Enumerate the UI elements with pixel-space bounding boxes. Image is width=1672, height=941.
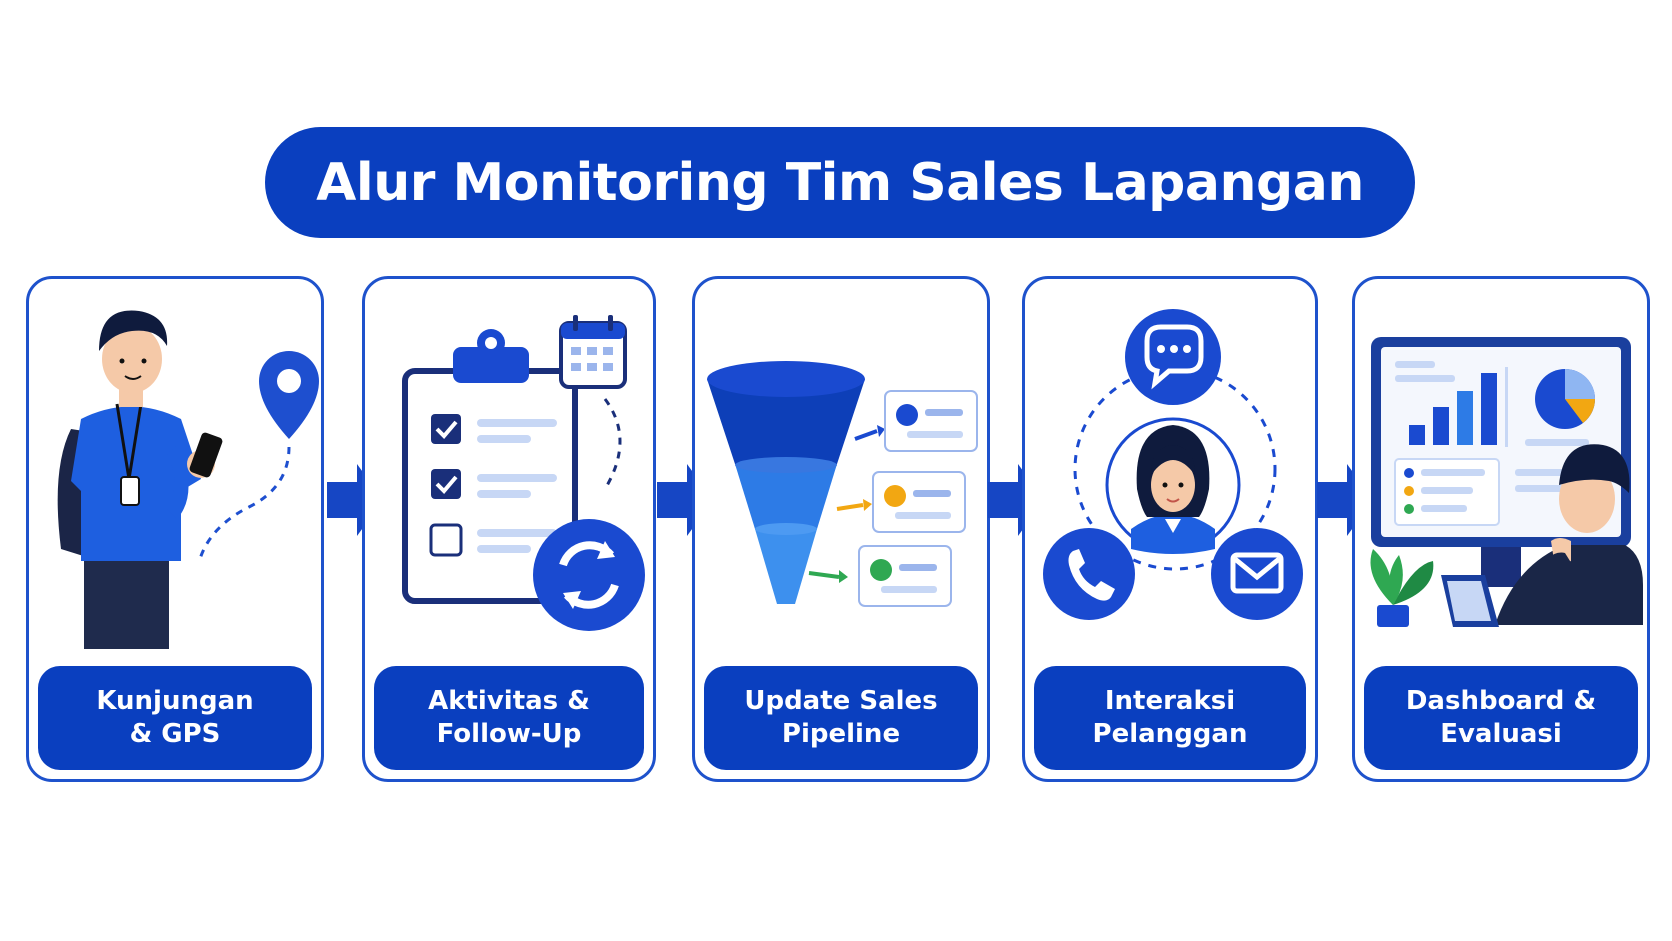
bar — [1409, 425, 1425, 445]
bar — [1481, 373, 1497, 445]
step-label-kunjungan: Kunjungan & GPS — [38, 666, 312, 770]
step-illustration-dashboard — [1370, 337, 1643, 627]
bar — [1457, 391, 1473, 445]
step-card-kunjungan: Kunjungan & GPS — [26, 276, 324, 782]
step-illustration-pipeline — [707, 361, 978, 607]
plant-icon — [1377, 605, 1409, 627]
checkbox-checked-icon — [431, 469, 461, 499]
diagram-title: Alur Monitoring Tim Sales Lapangan — [316, 152, 1364, 213]
step-label-aktivitas: Aktivitas & Follow-Up — [374, 666, 644, 770]
funnel-icon — [707, 379, 865, 464]
map-pin-icon — [259, 351, 319, 439]
step-card-dashboard: Dashboard & Evaluasi — [1352, 276, 1650, 782]
step-label-interaksi: Interaksi Pelanggan — [1034, 666, 1306, 770]
checkbox-checked-icon — [431, 414, 461, 444]
checkbox-empty-icon — [429, 523, 463, 557]
step-card-interaksi: Interaksi Pelanggan — [1022, 276, 1318, 782]
step-illustration-kunjungan — [57, 310, 319, 649]
step-label-dashboard: Dashboard & Evaluasi — [1364, 666, 1638, 770]
phone-icon — [1043, 528, 1135, 620]
hair — [99, 310, 168, 351]
step-label-pipeline: Update Sales Pipeline — [704, 666, 978, 770]
step-card-pipeline: Update Sales Pipeline — [692, 276, 990, 782]
step-illustration-interaksi — [1043, 309, 1303, 620]
analyst-figure — [1495, 545, 1643, 625]
step-illustration-aktivitas — [402, 315, 645, 631]
chat-bubble-icon — [1125, 309, 1221, 405]
id-badge-icon — [120, 476, 140, 506]
sync-icon — [533, 519, 645, 631]
diagram-title-banner: Alur Monitoring Tim Sales Lapangan — [265, 127, 1415, 238]
bar — [1433, 407, 1449, 445]
phone-icon — [189, 432, 223, 478]
legs — [84, 549, 169, 649]
step-card-aktivitas: Aktivitas & Follow-Up — [362, 276, 656, 782]
face — [102, 325, 162, 393]
